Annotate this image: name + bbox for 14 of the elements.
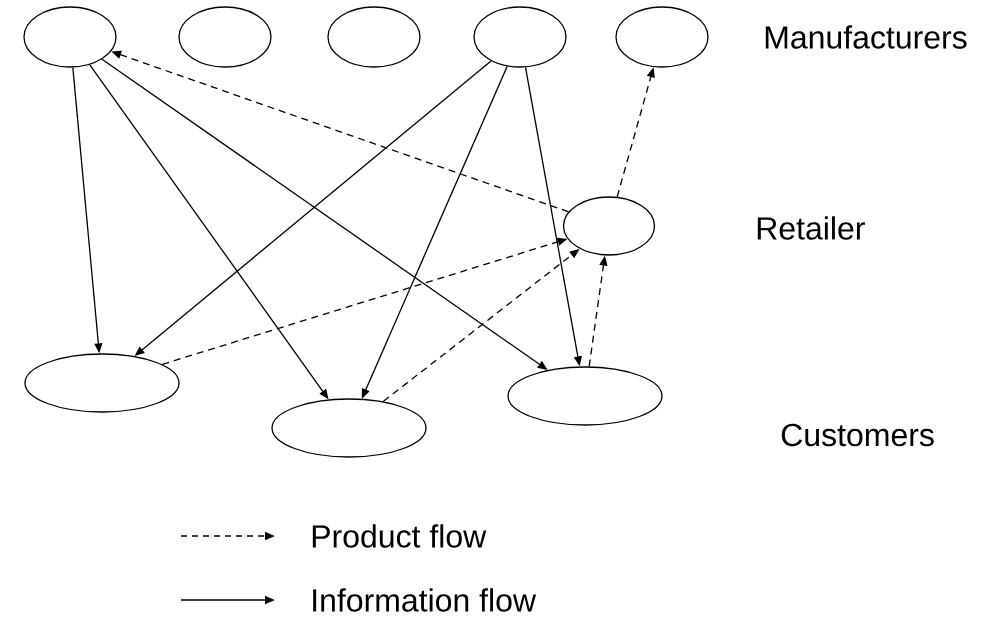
row-label: Retailer <box>757 216 865 240</box>
row-label: Customers <box>781 423 934 447</box>
ellipse-node <box>507 366 663 426</box>
ellipse-node <box>473 6 567 68</box>
ellipse-node <box>178 6 272 68</box>
ellipse-node <box>271 398 427 458</box>
row-label: Manufacturers <box>765 25 967 49</box>
ellipse-node <box>615 6 709 68</box>
ellipse-node <box>562 196 656 256</box>
legend-label: Information flow <box>313 588 537 612</box>
ellipse-node <box>327 6 421 68</box>
ellipse-node <box>24 353 180 413</box>
legend-label: Product flow <box>312 524 487 548</box>
ellipse-node <box>23 6 117 68</box>
